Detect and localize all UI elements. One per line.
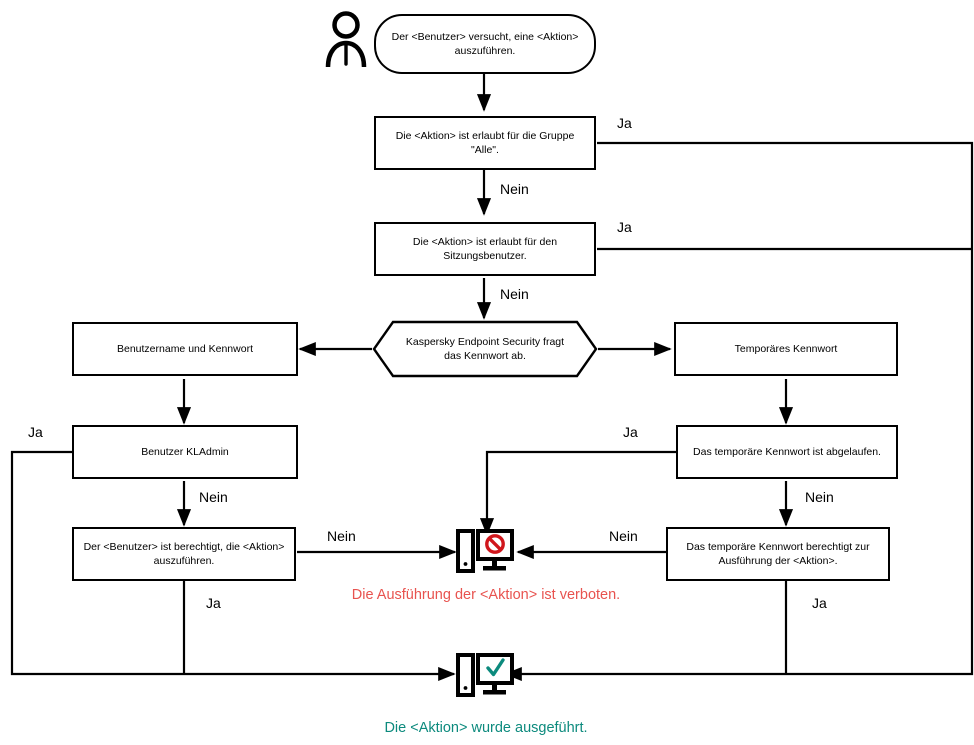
- node-temporary-password[interactable]: Temporäres Kennwort: [674, 322, 898, 376]
- node-allowed-for-all-group[interactable]: Die <Aktion> ist erlaubt für die Gruppe …: [374, 116, 596, 170]
- node-allowed-for-session-user-label: Die <Aktion> ist erlaubt für den Sitzung…: [412, 236, 558, 262]
- node-start[interactable]: Der <Benutzer> versucht, eine <Aktion> a…: [374, 14, 596, 74]
- monitor-forbidden-icon: [456, 527, 514, 577]
- node-user-is-authorized[interactable]: Der <Benutzer> ist berechtigt, die <Akti…: [72, 527, 296, 581]
- node-allowed-for-session-user[interactable]: Die <Aktion> ist erlaubt für den Sitzung…: [374, 222, 596, 276]
- node-kes-asks-password[interactable]: Kaspersky Endpoint Security fragt das Ke…: [372, 320, 598, 378]
- edge-label-authorized-no: Nein: [327, 528, 356, 544]
- edge-label-tempauth-no: Nein: [609, 528, 638, 544]
- node-temporary-password-authorizes[interactable]: Das temporäre Kennwort berechtigt zur Au…: [666, 527, 890, 581]
- node-temporary-password-expired-label: Das temporäre Kennwort ist abgelaufen.: [693, 446, 881, 458]
- edge-label-sessionuser-yes: Ja: [617, 219, 632, 235]
- node-temporary-password-authorizes-label: Das temporäre Kennwort berechtigt zur Au…: [686, 541, 870, 567]
- caption-action-performed: Die <Aktion> wurde ausgeführt.: [384, 720, 588, 736]
- edge-label-sessionuser-no: Nein: [500, 286, 529, 302]
- hexagon-outline: [372, 320, 598, 378]
- node-user-kladmin[interactable]: Benutzer KLAdmin: [72, 425, 298, 479]
- edge-label-authorized-yes: Ja: [206, 595, 221, 611]
- edge-label-expired-no: Nein: [805, 489, 834, 505]
- node-allowed-for-all-group-label: Die <Aktion> ist erlaubt für die Gruppe …: [395, 130, 575, 156]
- edge-expired-yes: [479, 450, 676, 536]
- monitor-allowed-icon: [456, 651, 514, 701]
- node-start-label: Der <Benutzer> versucht, eine <Aktion> a…: [391, 31, 579, 57]
- edge-label-expired-yes: Ja: [623, 424, 638, 440]
- edge-allgroup-yes: [504, 141, 974, 682]
- node-temporary-password-label: Temporäres Kennwort: [734, 343, 838, 355]
- edge-label-allgroup-no: Nein: [500, 181, 529, 197]
- node-kes-asks-password-label: Kaspersky Endpoint Security fragt das Ke…: [405, 336, 565, 362]
- caption-action-forbidden: Die Ausführung der <Aktion> ist verboten…: [351, 587, 621, 603]
- edge-label-kladmin-yes: Ja: [28, 424, 43, 440]
- edge-kladmin-yes: [10, 450, 456, 682]
- edge-label-tempauth-yes: Ja: [812, 595, 827, 611]
- edge-label-kladmin-no: Nein: [199, 489, 228, 505]
- node-user-kladmin-label: Benutzer KLAdmin: [141, 446, 229, 458]
- user-actor-icon: [322, 8, 370, 70]
- node-username-and-password[interactable]: Benutzername und Kennwort: [72, 322, 298, 376]
- node-username-and-password-label: Benutzername und Kennwort: [116, 343, 253, 355]
- node-temporary-password-expired[interactable]: Das temporäre Kennwort ist abgelaufen.: [676, 425, 898, 479]
- node-user-is-authorized-label: Der <Benutzer> ist berechtigt, die <Akti…: [83, 541, 285, 567]
- edge-label-allgroup-yes: Ja: [617, 115, 632, 131]
